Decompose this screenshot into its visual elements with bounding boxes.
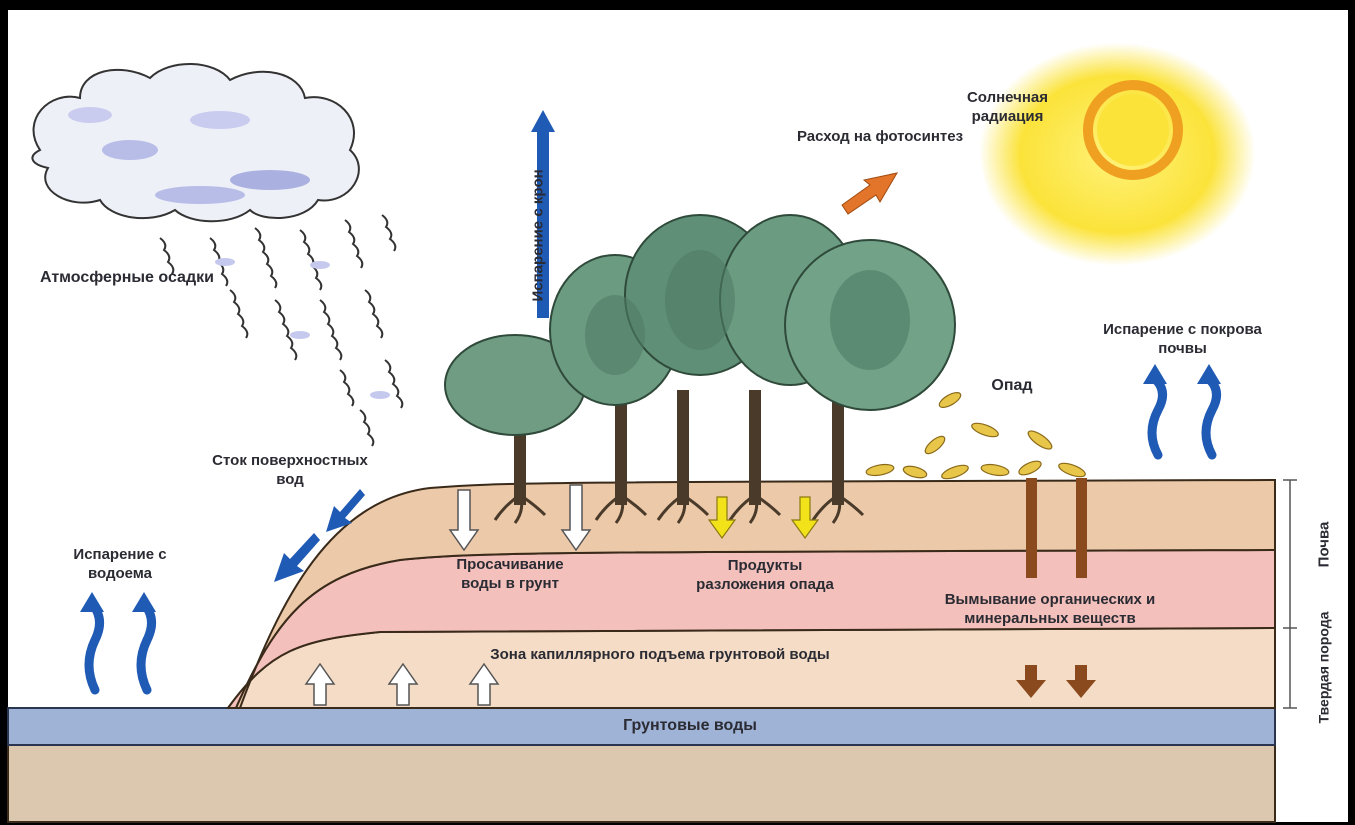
photosynthesis-label: Расход на фотосинтез: [785, 127, 975, 146]
capillary-layer: [228, 628, 1275, 708]
leaching-label: Вымывание органических и минеральных вещ…: [895, 590, 1205, 628]
infiltration-label: Просачивание воды в грунт: [440, 555, 580, 593]
pond-evaporation-label: Испарение с водоема: [45, 545, 195, 583]
solar-radiation-label: Солнечная радиация: [940, 88, 1075, 126]
bedrock-side-label: Твердая порода: [1316, 608, 1333, 728]
deep-layer: [8, 745, 1275, 822]
surface-runoff-label: Сток поверхностных вод: [200, 451, 380, 489]
litter-label: Опад: [972, 376, 1052, 396]
decomposition-label: Продукты разложения опада: [685, 556, 845, 594]
soil-evaporation-label: Испарение с покрова почвы: [1095, 320, 1270, 358]
precipitation-label: Атмосферные осадки: [40, 268, 205, 288]
sun-icon: [979, 43, 1256, 266]
soil-side-label: Почва: [1316, 510, 1333, 580]
groundwater-label: Грунтовые воды: [560, 716, 820, 736]
canopy-evaporation-label: Испарение с крон: [530, 142, 547, 302]
capillary-zone-label: Зона капиллярного подъема грунтовой воды: [490, 645, 830, 664]
